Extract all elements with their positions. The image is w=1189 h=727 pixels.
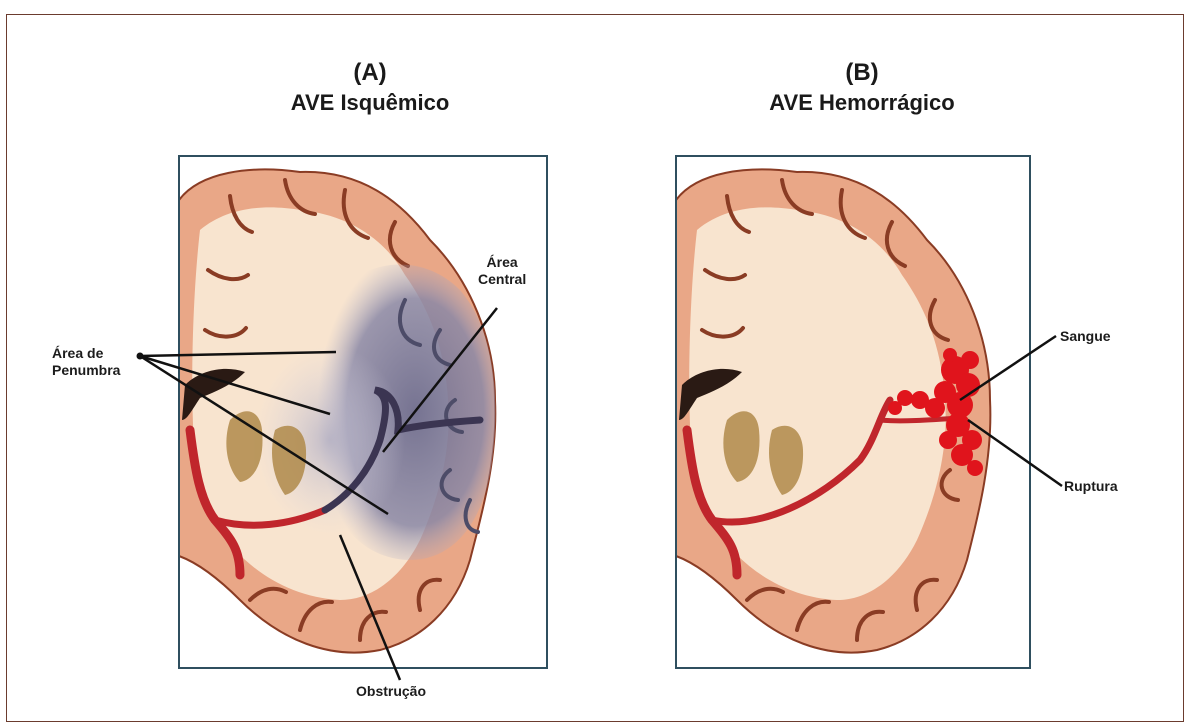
blood-label: Sangue (1060, 328, 1111, 345)
brain-b (676, 169, 990, 652)
central-area-label: Área Central (478, 254, 526, 288)
rupture-label: Ruptura (1064, 478, 1118, 495)
central-label-line2: Central (478, 271, 526, 288)
penumbra-leader-dot (137, 353, 144, 360)
central-label-line1: Área (478, 254, 526, 271)
penumbra-label: Área de Penumbra (52, 345, 120, 379)
penumbra-label-line1: Área de (52, 345, 120, 362)
penumbra-label-line2: Penumbra (52, 362, 120, 379)
obstruction-label: Obstrução (356, 683, 426, 700)
